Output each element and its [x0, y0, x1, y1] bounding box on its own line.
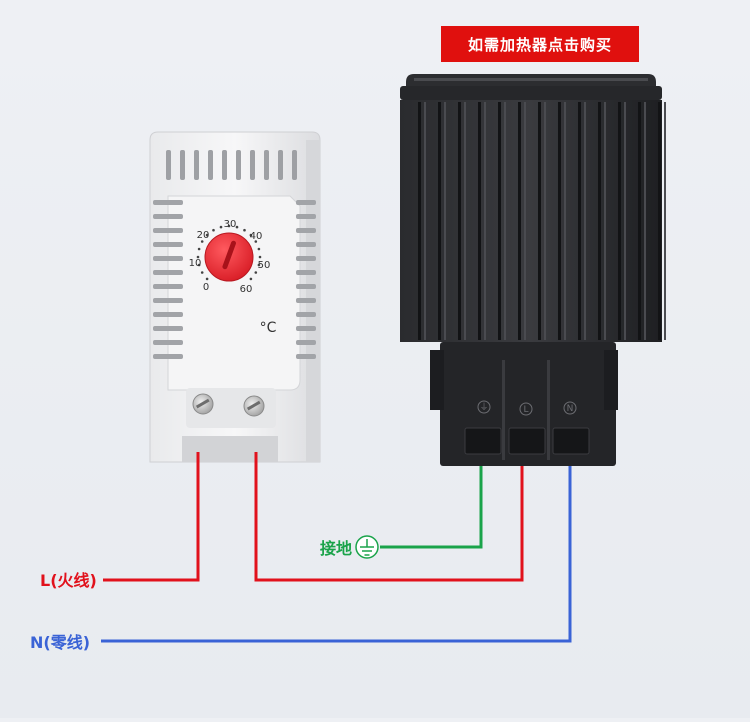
fin-highlight [504, 102, 506, 340]
live-wire-to-heater [254, 452, 524, 582]
heater: ⏚ L N [400, 74, 666, 466]
buy-heater-button[interactable]: 如需加热器点击购买 [441, 26, 639, 62]
dial-tick-label: 50 [258, 260, 271, 271]
terminal-slot [552, 427, 590, 455]
fin-groove [498, 102, 501, 340]
ground-symbol-icon [355, 535, 379, 559]
fin-groove [578, 102, 581, 340]
dial-dot [197, 263, 201, 267]
live-wire-to-thermostat [103, 452, 200, 582]
temperature-unit: °C [260, 320, 277, 336]
thermostat: 0 10 20 30 40 50 60 °C [149, 131, 321, 463]
dial-tick-label: 20 [197, 230, 210, 241]
din-rail-notch [182, 436, 278, 462]
live-terminal-icon [519, 402, 533, 416]
dial-dot [254, 271, 258, 274]
live-label: L(火线) [40, 571, 97, 590]
neutral-wire [101, 466, 572, 643]
terminal-slot [508, 427, 546, 455]
fin-groove [518, 102, 521, 340]
knob-indicator [222, 240, 236, 270]
fin-groove [618, 102, 621, 340]
dial-dot [257, 263, 261, 267]
fin-groove [458, 102, 461, 340]
dial-dot [205, 233, 209, 237]
fin-highlight [584, 102, 586, 340]
dial-dot [249, 277, 253, 281]
dial-tick-label: 40 [250, 231, 263, 242]
fin-groove [538, 102, 541, 340]
fin-highlight [424, 102, 426, 340]
dial-dot [205, 277, 209, 281]
thermostat-left-vents [153, 200, 183, 359]
fin-groove [418, 102, 421, 340]
neutral-terminal-icon [563, 401, 577, 415]
heater-fin-lines [418, 102, 666, 340]
ground-label: 接地 [320, 539, 352, 558]
neutral-label: N(零线) [30, 633, 90, 652]
dial-tick-label: 10 [189, 258, 202, 269]
dial-tick-label: 0 [203, 282, 209, 293]
fin-highlight [444, 102, 446, 340]
fin-groove [438, 102, 441, 340]
thermostat-faceplate [167, 195, 301, 391]
fin-groove [558, 102, 561, 340]
dial-dot [200, 271, 204, 274]
terminal-slot [464, 427, 502, 455]
dial-dot [249, 233, 253, 237]
dial-tick-dots [196, 224, 262, 281]
dial-tick-label: 30 [224, 219, 237, 230]
fin-groove [638, 102, 641, 340]
fin-highlight [464, 102, 466, 340]
dial-dot [254, 240, 258, 243]
terminal-symbol: ⏚ [479, 402, 488, 413]
thermostat-top-vents [166, 150, 297, 180]
fin-groove [478, 102, 481, 340]
ground-wire [380, 466, 483, 549]
fin-highlight [644, 102, 646, 340]
terminal-symbol: N [567, 404, 574, 414]
fin-highlight [484, 102, 486, 340]
dial-tick-label: 60 [240, 284, 253, 295]
dial-dot [197, 247, 201, 251]
dial-dot [212, 228, 215, 232]
fin-highlight [604, 102, 606, 340]
fin-highlight [664, 102, 666, 340]
terminal-symbol: L [523, 405, 528, 415]
dial-dot [235, 225, 239, 229]
dial-dot [257, 247, 261, 251]
wires [101, 452, 572, 643]
fin-highlight [544, 102, 546, 340]
thermostat-right-vents [296, 200, 316, 359]
dial-dot [227, 224, 231, 228]
dial-scale: 0 10 20 30 40 50 60 [189, 219, 271, 295]
fin-highlight [524, 102, 526, 340]
fin-groove [658, 102, 661, 340]
dial-dot [258, 255, 262, 259]
fin-groove [598, 102, 601, 340]
dial-dot [219, 225, 223, 229]
dial-dot [200, 240, 204, 243]
fin-highlight [624, 102, 626, 340]
dial-dot [243, 228, 246, 232]
dial-dot [196, 255, 200, 259]
ground-terminal-icon [477, 400, 491, 414]
fin-highlight [564, 102, 566, 340]
